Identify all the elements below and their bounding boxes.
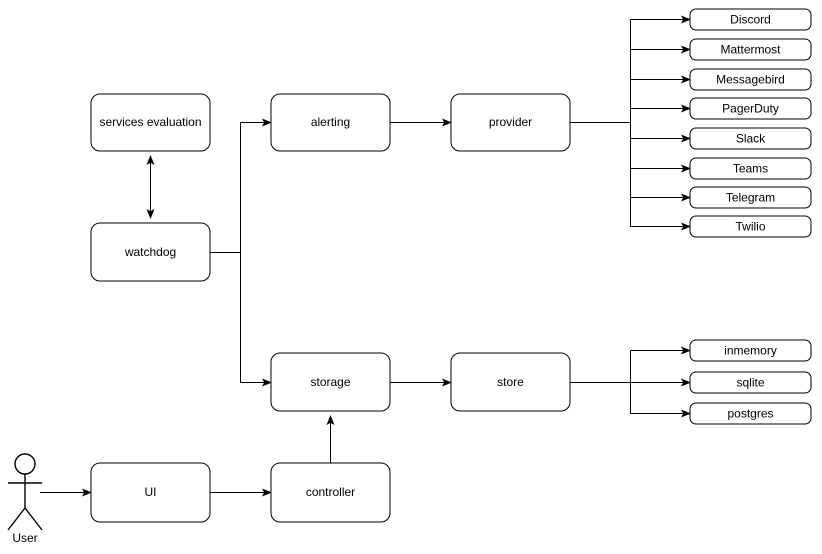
store-leaf-sqlite-box[interactable] (689, 371, 812, 394)
provider-leaf-discord-label: Discord (730, 13, 771, 27)
provider-leaf-telegram-box[interactable] (689, 186, 812, 209)
node-controller-box[interactable] (270, 462, 391, 523)
provider-leaf-telegram[interactable]: Telegram (689, 186, 812, 209)
provider-leaf-pagerduty-box[interactable] (689, 97, 812, 120)
stick-figure-head-icon (14, 453, 36, 475)
node-provider-box[interactable] (450, 93, 571, 152)
node-services-evaluation-label: services evaluation (99, 115, 201, 129)
provider-leaf-mattermost[interactable]: Mattermost (689, 38, 812, 61)
store-leaf-sqlite[interactable]: sqlite (689, 371, 812, 394)
node-ui-label: UI (145, 485, 157, 499)
store-leaf-postgres-box[interactable] (689, 402, 812, 425)
provider-leaf-slack[interactable]: Slack (689, 127, 812, 150)
node-storage[interactable]: storage (270, 352, 391, 412)
provider-leaf-telegram-label: Telegram (726, 191, 775, 205)
provider-leaf-messagebird[interactable]: Messagebird (689, 68, 812, 91)
provider-leaf-discord[interactable]: Discord (689, 8, 812, 31)
stick-figure-leg-right-icon (24, 507, 43, 531)
node-services-evaluation-box[interactable] (90, 93, 211, 152)
store-leaf-postgres-label: postgres (727, 407, 773, 421)
store-leaf-sqlite-label: sqlite (736, 376, 764, 390)
provider-leaf-teams-box[interactable] (689, 157, 812, 180)
stick-figure-leg-left-icon (7, 507, 26, 531)
provider-leaf-twilio[interactable]: Twilio (689, 215, 812, 238)
node-controller-label: controller (306, 485, 355, 499)
provider-leaf-teams-label: Teams (733, 162, 768, 176)
provider-leaf-slack-box[interactable] (689, 127, 812, 150)
provider-leaf-teams[interactable]: Teams (689, 157, 812, 180)
node-provider-label: provider (489, 115, 532, 129)
store-leaf-postgres[interactable]: postgres (689, 402, 812, 425)
node-controller[interactable]: controller (270, 462, 391, 523)
node-services-evaluation[interactable]: services evaluation (90, 93, 211, 152)
node-store-box[interactable] (450, 352, 571, 412)
node-ui-box[interactable] (90, 462, 211, 523)
provider-leaf-messagebird-label: Messagebird (716, 73, 785, 87)
provider-leaf-pagerduty-label: PagerDuty (722, 102, 779, 116)
node-watchdog-box[interactable] (90, 222, 211, 282)
node-alerting-box[interactable] (270, 93, 391, 152)
node-alerting[interactable]: alerting (270, 93, 391, 152)
store-leaf-inmemory[interactable]: inmemory (689, 339, 812, 362)
node-ui[interactable]: UI (90, 462, 211, 523)
node-watchdog-label: watchdog (124, 245, 176, 259)
store-leaf-inmemory-label: inmemory (724, 344, 777, 358)
actor-user-label: User (12, 531, 37, 545)
node-provider[interactable]: provider (450, 93, 571, 152)
provider-leaf-messagebird-box[interactable] (689, 68, 812, 91)
node-alerting-label: alerting (311, 115, 350, 129)
provider-leaf-discord-box[interactable] (689, 8, 812, 31)
provider-leaf-pagerduty[interactable]: PagerDuty (689, 97, 812, 120)
node-store-label: store (497, 375, 524, 389)
node-storage-box[interactable] (270, 352, 391, 412)
provider-leaf-mattermost-label: Mattermost (720, 43, 781, 57)
provider-leaf-twilio-label: Twilio (735, 220, 765, 234)
provider-leaf-mattermost-box[interactable] (689, 38, 812, 61)
node-watchdog[interactable]: watchdog (90, 222, 211, 282)
store-leaf-inmemory-box[interactable] (689, 339, 812, 362)
node-storage-label: storage (310, 375, 350, 389)
provider-leaf-twilio-box[interactable] (689, 215, 812, 238)
node-store[interactable]: store (450, 352, 571, 412)
provider-leaf-slack-label: Slack (736, 132, 766, 146)
actor-user[interactable]: User (7, 453, 43, 545)
